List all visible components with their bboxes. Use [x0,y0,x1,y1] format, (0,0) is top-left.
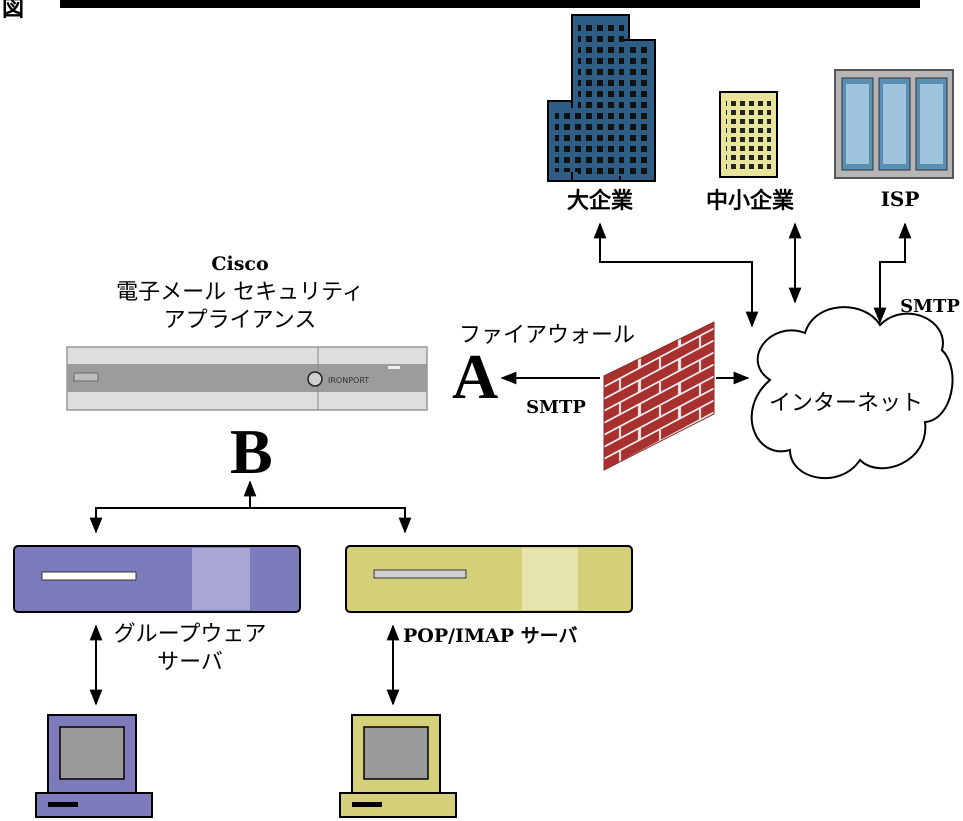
appliance-line2: アプライアンス [164,308,317,333]
appliance-line1: 電子メール セキュリティ [116,280,364,305]
appliance-icon: IRONPORT [66,346,428,411]
internet-label: インターネット [769,391,923,416]
header-cut-off-text [60,0,920,8]
small-business-label: 中小企業 [706,188,795,214]
header-fragment: 図 [2,0,24,22]
workstation-icon [339,714,457,818]
firewall-label: ファイアウォール [459,323,635,348]
marker-a: A [452,341,498,412]
smtp-isp-label: SMTP [900,296,960,317]
appliance-brand: IRONPORT [328,376,369,385]
firewall-icon [603,321,715,471]
workstation-icon [35,714,153,818]
marker-b: B [230,416,273,487]
appliance-name: Cisco [211,253,268,275]
smtp-firewall-label: SMTP [526,397,586,418]
pop-imap-server-icon [345,545,633,613]
pop-imap-label: POP/IMAP サーバ [403,625,577,647]
b-split-connector [89,507,412,534]
office-tower-icon [547,14,656,182]
server-rack-icon [834,69,954,179]
large-enterprise-label: 大企業 [567,188,634,214]
large-enterprise-link [593,222,759,328]
isp-link [873,222,912,324]
groupware-line2: サーバ [157,650,223,675]
small-building-icon [719,91,778,178]
isp-label: ISP [881,187,920,211]
groupware-line1: グループウェア [114,622,267,647]
groupware-server-icon [13,545,301,613]
cloud-icon [750,306,954,479]
